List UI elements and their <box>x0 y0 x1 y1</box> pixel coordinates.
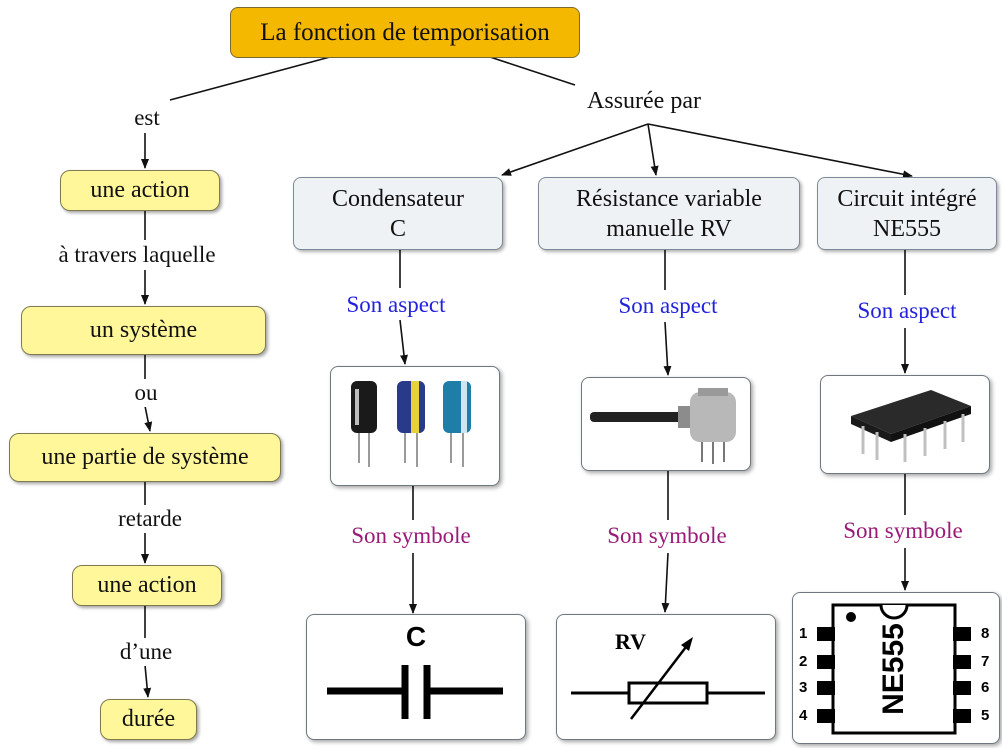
capacitors-photo <box>330 366 500 486</box>
variable-resistor-symbol <box>571 637 765 720</box>
capacitor-symbol-letter: C <box>405 621 427 652</box>
component-condensateur-line2: C <box>389 215 406 242</box>
ne555-pin-3: 3 <box>799 679 808 696</box>
symbole-label-condensateur: Son symbole <box>349 522 473 550</box>
ne555-pin-8: 8 <box>981 625 990 642</box>
component-resistance: Résistance variable manuelle RV <box>538 177 800 250</box>
component-condensateur-line1: Condensateur <box>332 185 464 212</box>
resistor-symbol-box: RV <box>556 614 776 740</box>
node-action-2-label: une action <box>97 572 197 598</box>
root-title: La fonction de temporisation <box>260 18 550 46</box>
ne555-pin-6: 6 <box>981 679 990 696</box>
node-action-1-label: une action <box>90 177 190 203</box>
node-systeme: un système <box>21 306 266 355</box>
ne555-pin-5: 5 <box>981 707 990 724</box>
ne555-symbol-box: NE555 1 2 3 4 8 7 6 5 <box>792 592 1000 744</box>
potentiometer-photo <box>581 377 751 471</box>
component-ne555: Circuit intégré NE555 <box>817 177 997 250</box>
edge-label-ou: ou <box>132 379 160 407</box>
ne555-chip-photo <box>820 375 990 474</box>
edge-label-d-une: d’une <box>117 638 175 666</box>
root-node: La fonction de temporisation <box>230 7 580 58</box>
capacitors-illustration <box>351 381 471 467</box>
aspect-label-condensateur: Son aspect <box>344 291 448 319</box>
symbole-label-resistance: Son symbole <box>605 522 729 550</box>
node-partie-label: une partie de système <box>41 444 249 470</box>
edge-label-assuree-par: Assurée par <box>585 87 703 115</box>
node-duree: durée <box>100 699 197 740</box>
ne555-chip-label: NE555 <box>877 623 910 715</box>
edge-label-est: est <box>132 104 162 132</box>
component-resistance-line2: manuelle RV <box>606 215 732 242</box>
ne555-pinout-symbol <box>817 603 971 735</box>
ne555-chip-illustration <box>851 390 971 462</box>
node-action-1: une action <box>60 170 220 211</box>
aspect-label-ne555: Son aspect <box>855 297 959 325</box>
node-systeme-label: un système <box>89 317 198 343</box>
component-ne555-line1: Circuit intégré <box>837 185 977 212</box>
symbole-label-ne555: Son symbole <box>841 517 965 545</box>
component-condensateur: Condensateur C <box>293 177 503 250</box>
ne555-pin-1: 1 <box>799 625 808 642</box>
edge-label-retarde: retarde <box>116 505 184 533</box>
ne555-pin-7: 7 <box>981 653 990 670</box>
ne555-pin-4: 4 <box>799 707 808 724</box>
edge-label-a-travers: à travers laquelle <box>56 241 218 269</box>
node-action-2: une action <box>72 565 222 606</box>
resistor-symbol-label: RV <box>615 629 647 654</box>
aspect-label-resistance: Son aspect <box>616 292 720 320</box>
node-partie-de-systeme: une partie de système <box>9 433 281 482</box>
potentiometer-illustration <box>590 388 736 464</box>
capacitor-symbol-box: C <box>306 614 526 740</box>
capacitor-symbol <box>327 665 503 719</box>
ne555-pin-2: 2 <box>799 653 808 670</box>
component-ne555-line2: NE555 <box>873 215 941 242</box>
node-duree-label: durée <box>121 706 176 732</box>
component-resistance-line1: Résistance variable <box>576 185 762 212</box>
